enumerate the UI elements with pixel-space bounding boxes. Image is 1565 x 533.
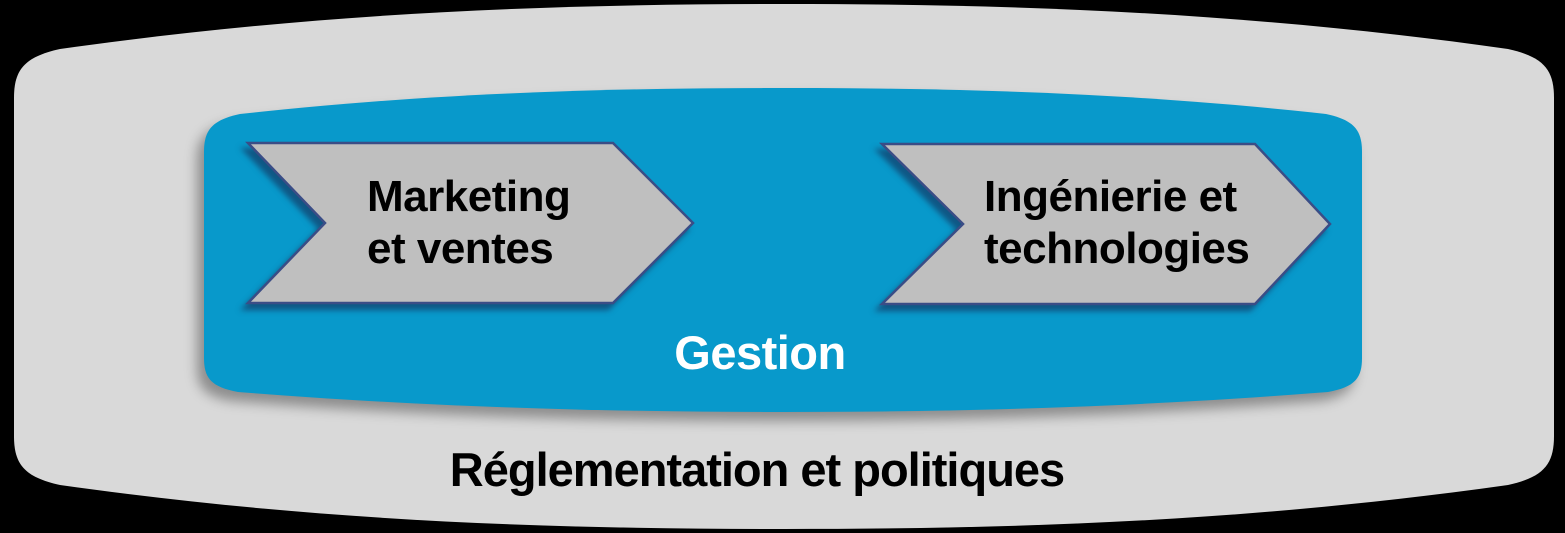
engineering-arrow-label-line1: Ingénierie et xyxy=(984,172,1237,221)
management-band-label: Gestion xyxy=(674,326,846,379)
marketing-arrow-label-line2: et ventes xyxy=(367,224,554,273)
engineering-arrow-label-line2: technologies xyxy=(984,224,1250,273)
marketing-arrow-shape xyxy=(245,141,695,305)
marketing-arrow-label-line1: Marketing xyxy=(367,172,571,221)
engineering-arrow-label: Ingénierie et technologies xyxy=(984,171,1250,275)
engineering-arrow-shape xyxy=(878,142,1332,306)
outer-band-label: Réglementation et politiques xyxy=(449,443,1065,496)
marketing-arrow-label: Marketing et ventes xyxy=(367,171,571,275)
